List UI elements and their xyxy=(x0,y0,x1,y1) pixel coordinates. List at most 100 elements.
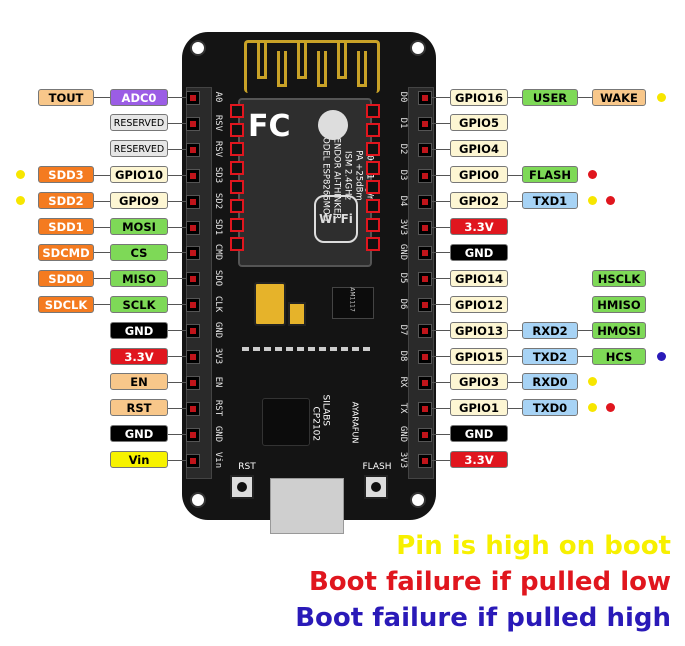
left-function-connector xyxy=(94,278,110,280)
smd-component xyxy=(286,347,293,351)
right-f1-connector xyxy=(508,356,522,357)
left-function-connector xyxy=(94,226,110,228)
right-boot-dot xyxy=(657,351,666,361)
left-function-label: TOUT xyxy=(38,88,94,106)
right-connector xyxy=(432,278,450,280)
left-gpio-label: GPIO10 xyxy=(110,166,168,184)
right-pin-12 xyxy=(418,401,432,416)
right-connector xyxy=(432,122,450,124)
right-gpio-label: GPIO1 xyxy=(450,399,508,417)
left-gpio-label: CS xyxy=(110,243,168,261)
left-connector xyxy=(168,278,186,280)
left-connector xyxy=(168,252,186,254)
legend-high-on-boot: Pin is high on boot xyxy=(396,531,671,561)
brand-text: AYARAFUN xyxy=(350,401,360,444)
right-pin-13 xyxy=(418,427,432,442)
module-pad-right xyxy=(366,104,380,118)
right-gpio-label: GPIO3 xyxy=(450,373,508,391)
right-pin-1 xyxy=(418,116,432,131)
right-boot-dot xyxy=(606,403,615,413)
right-gpio-label: GPIO4 xyxy=(450,140,508,158)
pin-core xyxy=(190,224,196,231)
antenna-trace xyxy=(357,51,367,87)
left-connector xyxy=(168,174,186,176)
antenna-trace xyxy=(277,51,287,87)
right-function-label: FLASH xyxy=(522,166,578,184)
left-pin-6 xyxy=(186,246,200,261)
pin-core xyxy=(190,95,196,101)
flash-button[interactable] xyxy=(364,475,388,499)
right-pin-11 xyxy=(418,375,432,390)
right-function-label: TXD0 xyxy=(522,399,578,417)
right-pin-14 xyxy=(418,453,432,468)
right-f1-connector xyxy=(508,330,522,332)
smd-component xyxy=(297,347,304,351)
pin-core xyxy=(422,95,428,101)
right-f1-connector xyxy=(508,407,522,409)
left-silk-label: Vin xyxy=(213,451,223,468)
left-gpio-label: MISO xyxy=(110,269,168,287)
left-connector xyxy=(168,381,186,383)
left-pin-9 xyxy=(186,324,200,339)
right-boot-dot xyxy=(606,196,615,206)
module-pad-left xyxy=(230,123,244,137)
module-pad-left xyxy=(230,161,244,175)
right-connector xyxy=(432,200,450,202)
module-pad-right xyxy=(366,237,380,251)
right-gpio-label: GPIO5 xyxy=(450,114,508,132)
right-f1-connector xyxy=(508,381,522,383)
module-pad-right xyxy=(366,161,380,175)
left-pin-0 xyxy=(186,91,200,105)
left-function-label: SDCMD xyxy=(38,243,94,261)
module-pad-left xyxy=(230,199,244,213)
antenna-trace xyxy=(257,43,267,79)
left-function-label: SDD0 xyxy=(38,269,94,287)
pin-core xyxy=(190,405,196,412)
left-gpio-label: GND xyxy=(110,425,168,443)
left-connector xyxy=(168,330,186,332)
mount-hole-bl xyxy=(190,492,206,508)
right-silk-label: 3V3 xyxy=(398,451,408,468)
left-connector xyxy=(168,226,186,228)
rst-button[interactable] xyxy=(230,475,254,499)
smd-component xyxy=(319,347,326,351)
right-function-label: RXD2 xyxy=(522,321,578,339)
module-pad-right xyxy=(366,142,380,156)
left-connector xyxy=(168,459,186,461)
left-gpio-label: RESERVED xyxy=(110,114,168,132)
left-gpio-label: Vin xyxy=(110,451,168,469)
module-pad-left xyxy=(230,237,244,251)
smd-component xyxy=(275,347,282,351)
left-gpio-label: GPIO9 xyxy=(110,192,168,210)
pin-core xyxy=(190,431,196,438)
rst-button-label: RST xyxy=(238,462,256,472)
right-boot-dot xyxy=(588,377,597,387)
right-boot-dot xyxy=(588,403,597,413)
left-function-label: SDD3 xyxy=(38,166,94,184)
right-connector xyxy=(432,459,450,461)
pin-core xyxy=(422,405,428,412)
pin-core xyxy=(422,354,428,360)
right-function-label: TXD1 xyxy=(522,192,578,210)
right-connector xyxy=(432,97,450,98)
right-gpio-label: GPIO12 xyxy=(450,295,508,313)
right-pin-4 xyxy=(418,194,432,209)
antenna xyxy=(244,40,380,93)
left-pin-12 xyxy=(186,401,200,416)
pin-core xyxy=(190,457,196,464)
left-function-label: SDCLK xyxy=(38,295,94,313)
left-function-label: SDD1 xyxy=(38,218,94,235)
right-connector xyxy=(432,356,450,357)
right-alt-function-label: HCS xyxy=(592,347,646,365)
right-pin-6 xyxy=(418,246,432,261)
left-connector xyxy=(168,356,186,357)
right-gpio-label: GND xyxy=(450,243,508,261)
right-pin-3 xyxy=(418,168,432,183)
pin-core xyxy=(422,328,428,335)
module-pad-right xyxy=(366,180,380,194)
right-boot-dot xyxy=(657,92,666,102)
right-f1-connector xyxy=(508,174,522,176)
pin-core xyxy=(422,224,428,231)
right-connector xyxy=(432,304,450,306)
left-function-connector xyxy=(94,252,110,254)
